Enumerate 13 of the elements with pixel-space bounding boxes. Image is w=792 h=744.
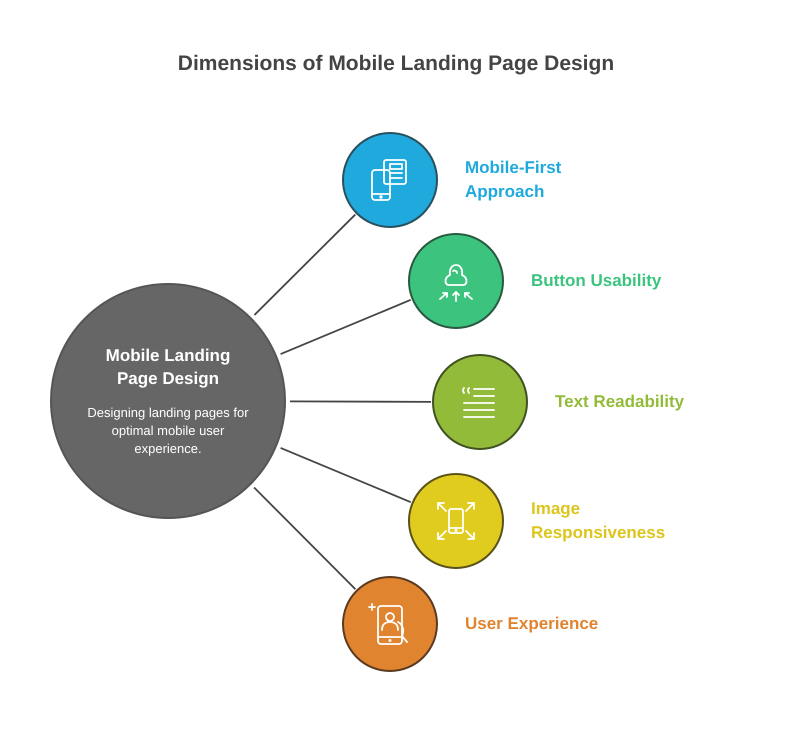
dimension-label: Button Usability bbox=[531, 270, 662, 292]
connector-line bbox=[290, 400, 431, 403]
node-heading: Mobile Landing Page Design bbox=[104, 345, 232, 390]
connector-line bbox=[280, 299, 412, 355]
dimension-label: User Experience bbox=[465, 613, 600, 635]
diagram-title: Dimensions of Mobile Landing Page Design bbox=[176, 52, 616, 76]
connector-line bbox=[280, 447, 412, 503]
node-description: Designing landing pages for optimal mobile user experience. bbox=[86, 404, 250, 458]
connector-line bbox=[253, 486, 356, 590]
dimension-label: Text Readability bbox=[555, 391, 686, 413]
dimension-label: Image Responsiveness bbox=[531, 498, 666, 544]
connector-line bbox=[254, 214, 356, 316]
dimension-label: Mobile-First Approach bbox=[465, 157, 562, 203]
